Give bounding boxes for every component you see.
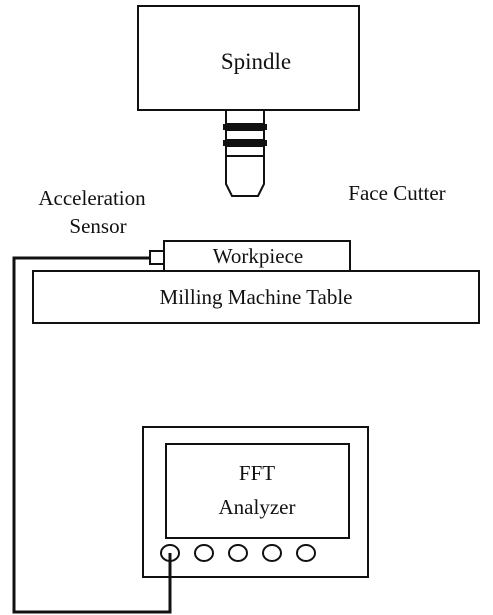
sensor-label-line1: Acceleration [38,186,146,210]
analyzer-knob-4 [262,544,282,562]
analyzer-label-line2: Analyzer [219,495,296,519]
workpiece-body [163,240,351,272]
spindle-body [137,5,360,111]
analyzer-knob-5 [296,544,316,562]
milling-table-body [32,270,480,324]
sensor-cable [12,256,172,614]
tool-holder-lower [225,145,265,157]
sensor-label: Acceleration Sensor [38,186,146,238]
cutter-head [225,155,265,197]
spindle: Spindle [137,5,360,111]
tool-holder-collar-1 [223,124,267,130]
workpiece-label: Workpiece [213,244,303,268]
analyzer-screen [165,443,350,539]
fft-analyzer: FFT Analyzer [142,426,369,578]
face-cutter: Face Cutter [223,109,446,205]
tool-holder-collar-2 [223,140,267,146]
milling-table-label: Milling Machine Table [160,285,353,309]
workpiece: Workpiece [163,240,351,272]
tool-holder-mid [225,129,265,141]
acceleration-sensor [149,250,165,265]
analyzer-knob-2 [194,544,214,562]
face-cutter-label: Face Cutter [348,181,445,205]
milling-table: Milling Machine Table [32,270,480,324]
tool-holder-upper [225,109,265,125]
analyzer-knob-3 [228,544,248,562]
spindle-label: Spindle [221,49,291,74]
analyzer-label-line1: FFT [239,461,275,485]
sensor-label-line2: Sensor [69,214,126,238]
